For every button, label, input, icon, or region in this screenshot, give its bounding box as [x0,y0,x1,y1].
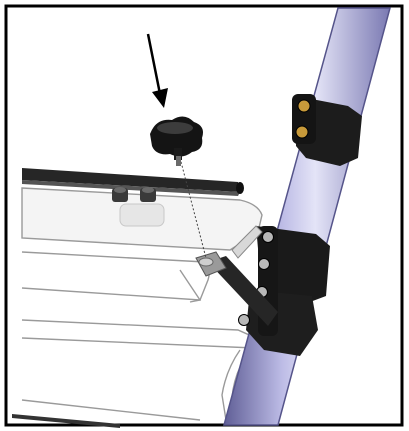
bottom-rail [12,414,120,428]
upper-clamp [292,94,362,166]
clamp-bolt-icon [295,125,309,139]
install-path [179,157,207,259]
clamp-bolt-icon [262,231,274,243]
bar-bolt-left [112,187,128,202]
clamp-bolt-icon [297,99,311,113]
down-arrow-icon [146,33,168,108]
clamp-bolt-icon [238,314,250,326]
bar-bracket-ghost [119,203,165,227]
bar-bolt-right [140,187,156,202]
clamp-bolt-icon [258,258,270,270]
top-bar [22,168,244,196]
star-knob-icon [150,116,203,166]
mount-hole [198,257,214,267]
mount-arm [195,225,278,326]
